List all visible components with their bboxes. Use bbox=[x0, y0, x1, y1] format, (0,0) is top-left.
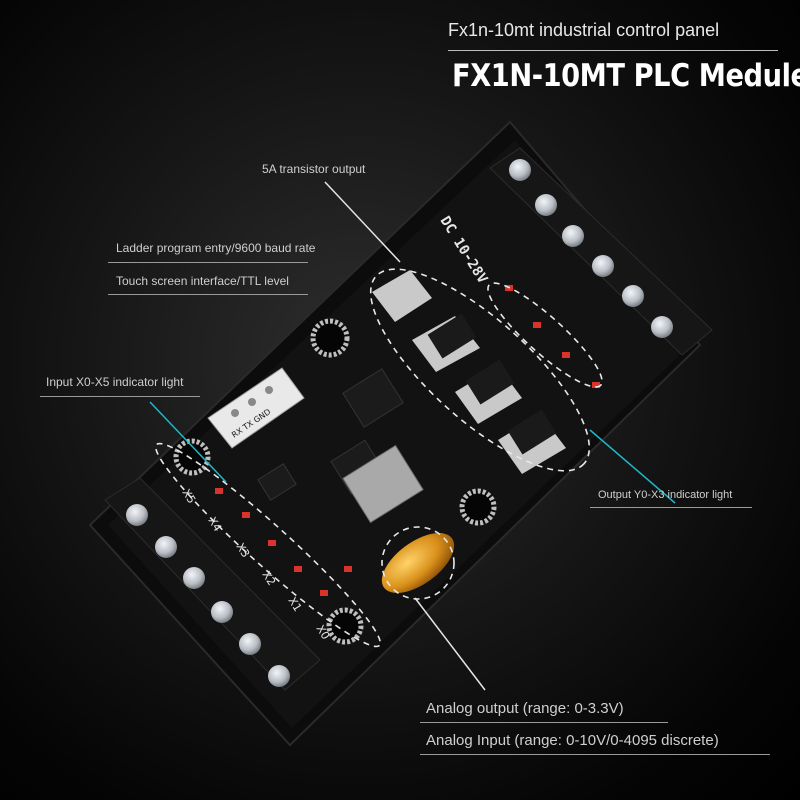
ttl-connector bbox=[207, 367, 305, 449]
capacitor bbox=[381, 533, 455, 593]
input-leds bbox=[215, 488, 352, 596]
output-terminal-block bbox=[489, 147, 713, 356]
callout-analog-output: Analog output (range: 0-3.3V) bbox=[426, 700, 624, 717]
callout-transistor-output: 5A transistor output bbox=[262, 162, 366, 176]
callout-input-indicator: Input X0-X5 indicator light bbox=[46, 375, 184, 389]
pcb bbox=[88, 120, 702, 747]
callout-touch-screen: Touch screen interface/TTL level bbox=[116, 274, 289, 288]
output-screw-terminals bbox=[509, 159, 673, 338]
chips bbox=[257, 368, 424, 524]
callout-ladder-entry: Ladder program entry/9600 baud rate bbox=[116, 241, 316, 255]
callout-underline bbox=[40, 396, 200, 397]
callout-analog-input: Analog Input (range: 0-10V/0-4095 discre… bbox=[426, 732, 719, 749]
input-terminal-block bbox=[104, 477, 321, 691]
callout-underline bbox=[108, 262, 308, 263]
input-screw-terminals bbox=[126, 504, 290, 687]
mounting-holes bbox=[173, 318, 497, 645]
page-subtitle: Fx1n-10mt industrial control panel bbox=[448, 20, 720, 40]
callout-underline bbox=[590, 507, 752, 508]
pointer-lines bbox=[149, 181, 676, 691]
highlight-outlines bbox=[154, 268, 603, 648]
callout-underline bbox=[420, 722, 668, 723]
page-title: FX1N-10MT PLC Medule bbox=[452, 58, 800, 94]
callout-output-indicator: Output Y0-X3 indicator light bbox=[598, 489, 733, 501]
callout-underline bbox=[420, 754, 770, 755]
transistors bbox=[372, 270, 566, 474]
callout-underline bbox=[108, 294, 308, 295]
title-divider bbox=[448, 50, 778, 51]
